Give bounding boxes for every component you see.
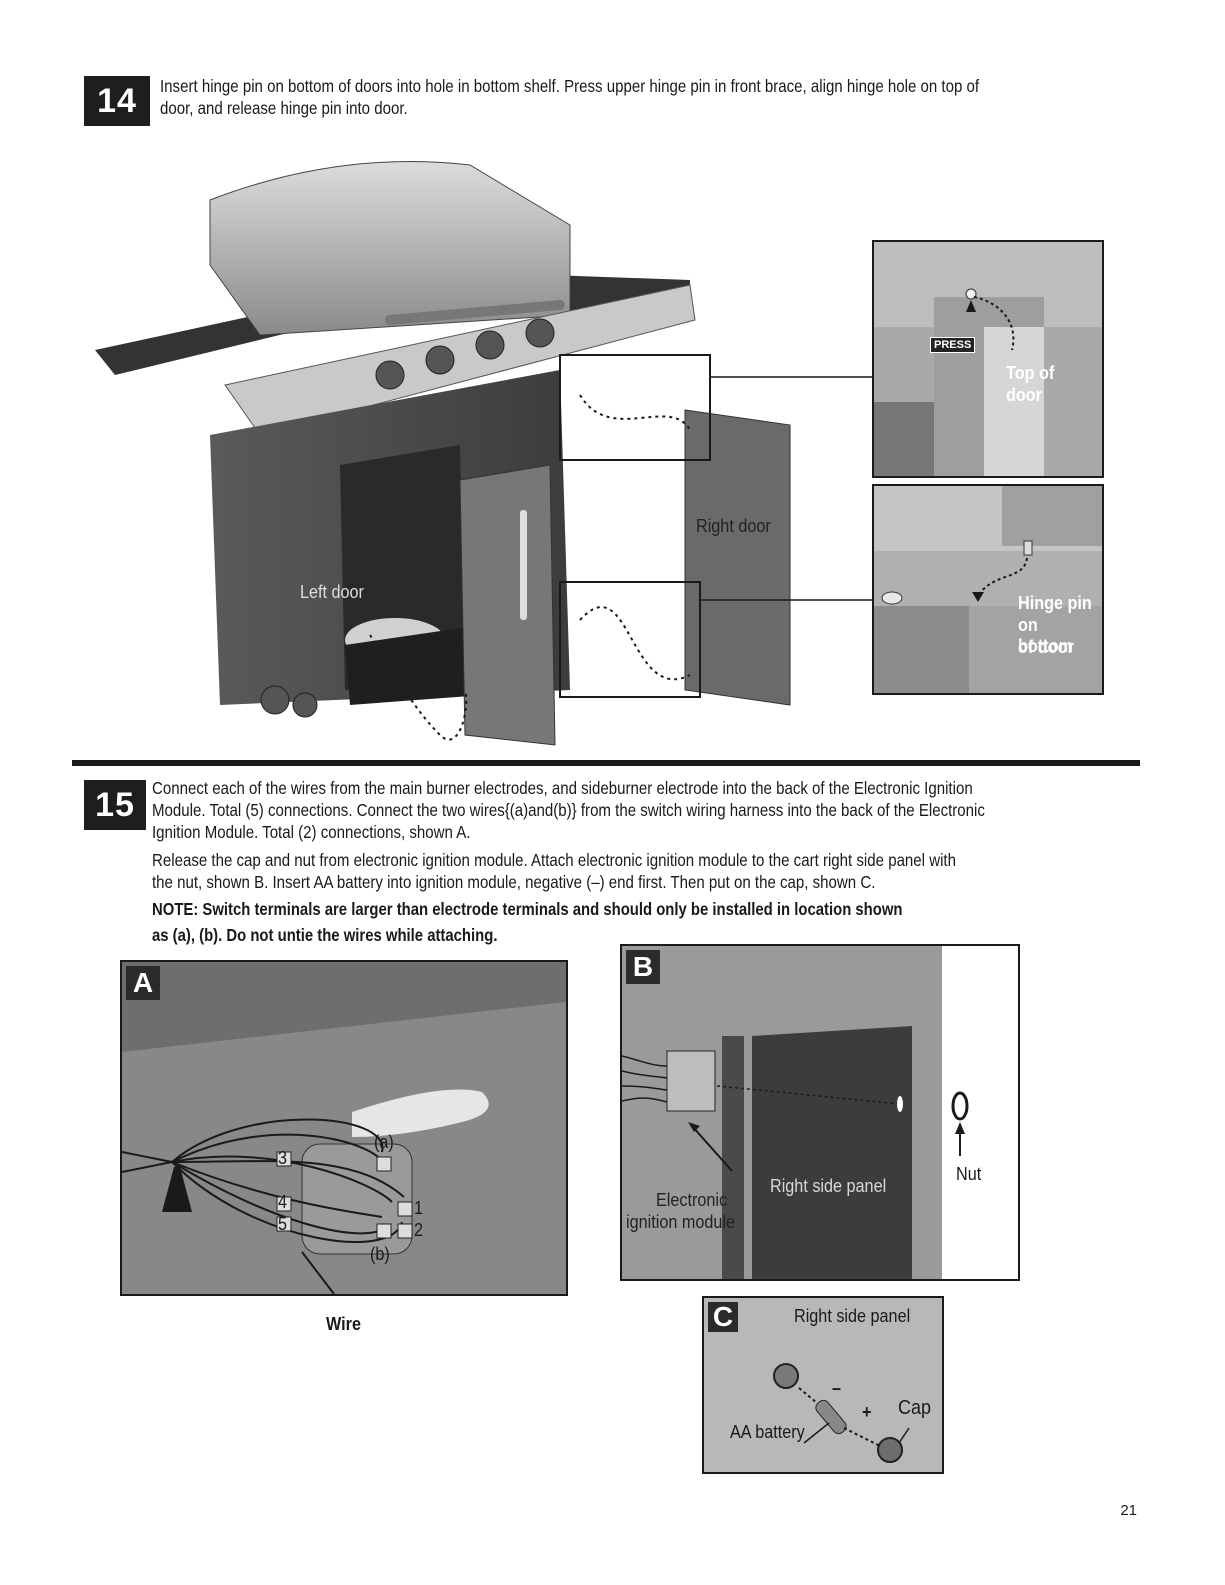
step-14-text-line-2: door, and release hinge pin into door. <box>160 98 408 118</box>
right-side-panel-label-c: Right side panel <box>794 1306 911 1326</box>
step-15-note-line-1: NOTE: Switch terminals are larger than e… <box>152 899 903 919</box>
panel-b: B Nut Right side panel Electronic igniti… <box>620 944 1020 1281</box>
cap-label: Cap <box>898 1397 932 1419</box>
battery-minus-label: – <box>832 1378 842 1398</box>
grill-illustration <box>95 161 875 746</box>
panel-c-letter: C <box>708 1302 738 1332</box>
left-door-label: Left door <box>300 582 364 602</box>
wire-label: Wire <box>326 1314 361 1334</box>
page-number: 21 <box>1120 1502 1137 1519</box>
step-15-line-3: Ignition Module. Total (2) connections, … <box>152 822 471 842</box>
panel-a-letter: A <box>126 966 160 1000</box>
aa-battery-label: AA battery <box>730 1422 805 1442</box>
panel-a-illustration <box>122 962 566 1294</box>
top-of-door-label-line-1: Top of <box>1006 363 1055 383</box>
switch-a-label: (a) <box>374 1132 394 1152</box>
terminal-4-label: 4 <box>278 1192 288 1212</box>
module-label-line-1: Electronic <box>656 1190 728 1210</box>
hinge-pin-label-line-2: on bottom <box>1018 615 1073 656</box>
terminal-5-label: 5 <box>278 1214 288 1234</box>
panel-c-illustration <box>773 1363 910 1463</box>
step-14-text-line-1: Insert hinge pin on bottom of doors into… <box>160 76 980 96</box>
panel-a: A 3 4 5 1 2 (a) (b) <box>120 960 568 1296</box>
bottom-hinge-detail-panel: Hinge pin on bottom of door <box>872 484 1104 695</box>
step-15-line-4: Release the cap and nut from electronic … <box>152 850 956 870</box>
step-15-badge: 15 <box>84 780 146 830</box>
panel-b-letter: B <box>626 950 660 984</box>
step-15-note-line-2: as (a), (b). Do not untie the wires whil… <box>152 925 498 945</box>
hinge-pin-label-line-3: of door <box>1018 637 1074 657</box>
step-15-line-2: Module. Total (5) connections. Connect t… <box>152 800 985 820</box>
step-15-line-5: the nut, shown B. Insert AA battery into… <box>152 872 876 892</box>
right-side-panel-label-b: Right side panel <box>770 1176 887 1196</box>
step-15-line-1: Connect each of the wires from the main … <box>152 778 973 798</box>
terminal-2-label: 2 <box>414 1220 424 1240</box>
terminal-1-label: 1 <box>414 1198 424 1218</box>
panel-c: C Right side panel Cap AA battery – + <box>702 1296 944 1474</box>
module-label-line-2: ignition module <box>626 1212 735 1232</box>
hinge-pin-label-line-1: Hinge pin <box>1018 593 1092 613</box>
bottom-hinge-illustration <box>874 486 1102 693</box>
panel-b-illustration <box>622 946 1018 1279</box>
switch-b-label: (b) <box>370 1244 390 1264</box>
top-of-door-label-line-2: door <box>1006 385 1042 405</box>
step-14-badge: 14 <box>84 76 150 126</box>
nut-label: Nut <box>956 1164 982 1184</box>
section-divider <box>72 760 1140 766</box>
right-door-label: Right door <box>696 516 771 536</box>
terminal-3-label: 3 <box>278 1148 288 1168</box>
press-tag: PRESS <box>930 337 976 353</box>
battery-plus-label: + <box>862 1402 872 1422</box>
top-of-door-detail-panel: PRESS Top of door <box>872 240 1104 478</box>
top-hinge-illustration <box>874 242 1102 476</box>
